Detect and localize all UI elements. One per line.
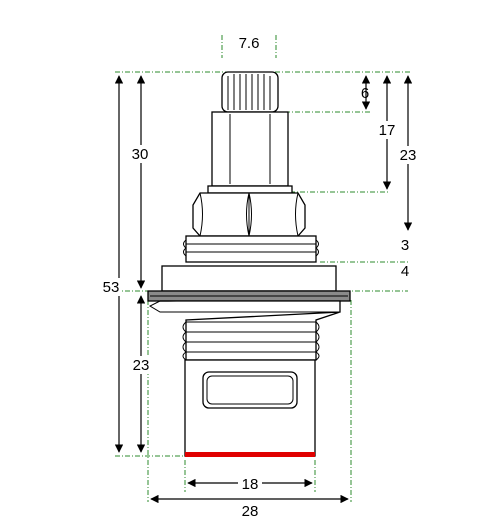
- dimension-labels: 7.6 6 17 30 23 3 4 53 23 18 28: [100, 33, 419, 520]
- label-flange-height: 4: [401, 263, 409, 280]
- label-total-height: 53: [103, 279, 120, 296]
- stem: [211, 111, 289, 187]
- body-window: [202, 371, 298, 409]
- body-window-inner: [206, 375, 294, 405]
- label-overall-width: 28: [242, 503, 259, 520]
- stem-shoulder: [207, 185, 293, 194]
- label-stem-to-hex: 17: [379, 122, 396, 139]
- seal-ring: [185, 452, 315, 457]
- label-body-width: 18: [242, 476, 259, 493]
- cartridge: [147, 71, 351, 457]
- flange: [161, 265, 337, 292]
- label-lower-height: 23: [133, 357, 150, 374]
- label-upper-height: 30: [132, 146, 149, 163]
- label-spline-height: 6: [361, 85, 369, 102]
- label-stem-width: 7.6: [239, 35, 260, 52]
- dimension-arrows: [114, 75, 413, 504]
- upper-thread: [183, 235, 319, 263]
- spline-ridges: [227, 74, 271, 110]
- lower-thread: [148, 300, 341, 361]
- label-collar-gap: 3: [401, 237, 409, 254]
- label-top-to-thread: 23: [400, 147, 417, 164]
